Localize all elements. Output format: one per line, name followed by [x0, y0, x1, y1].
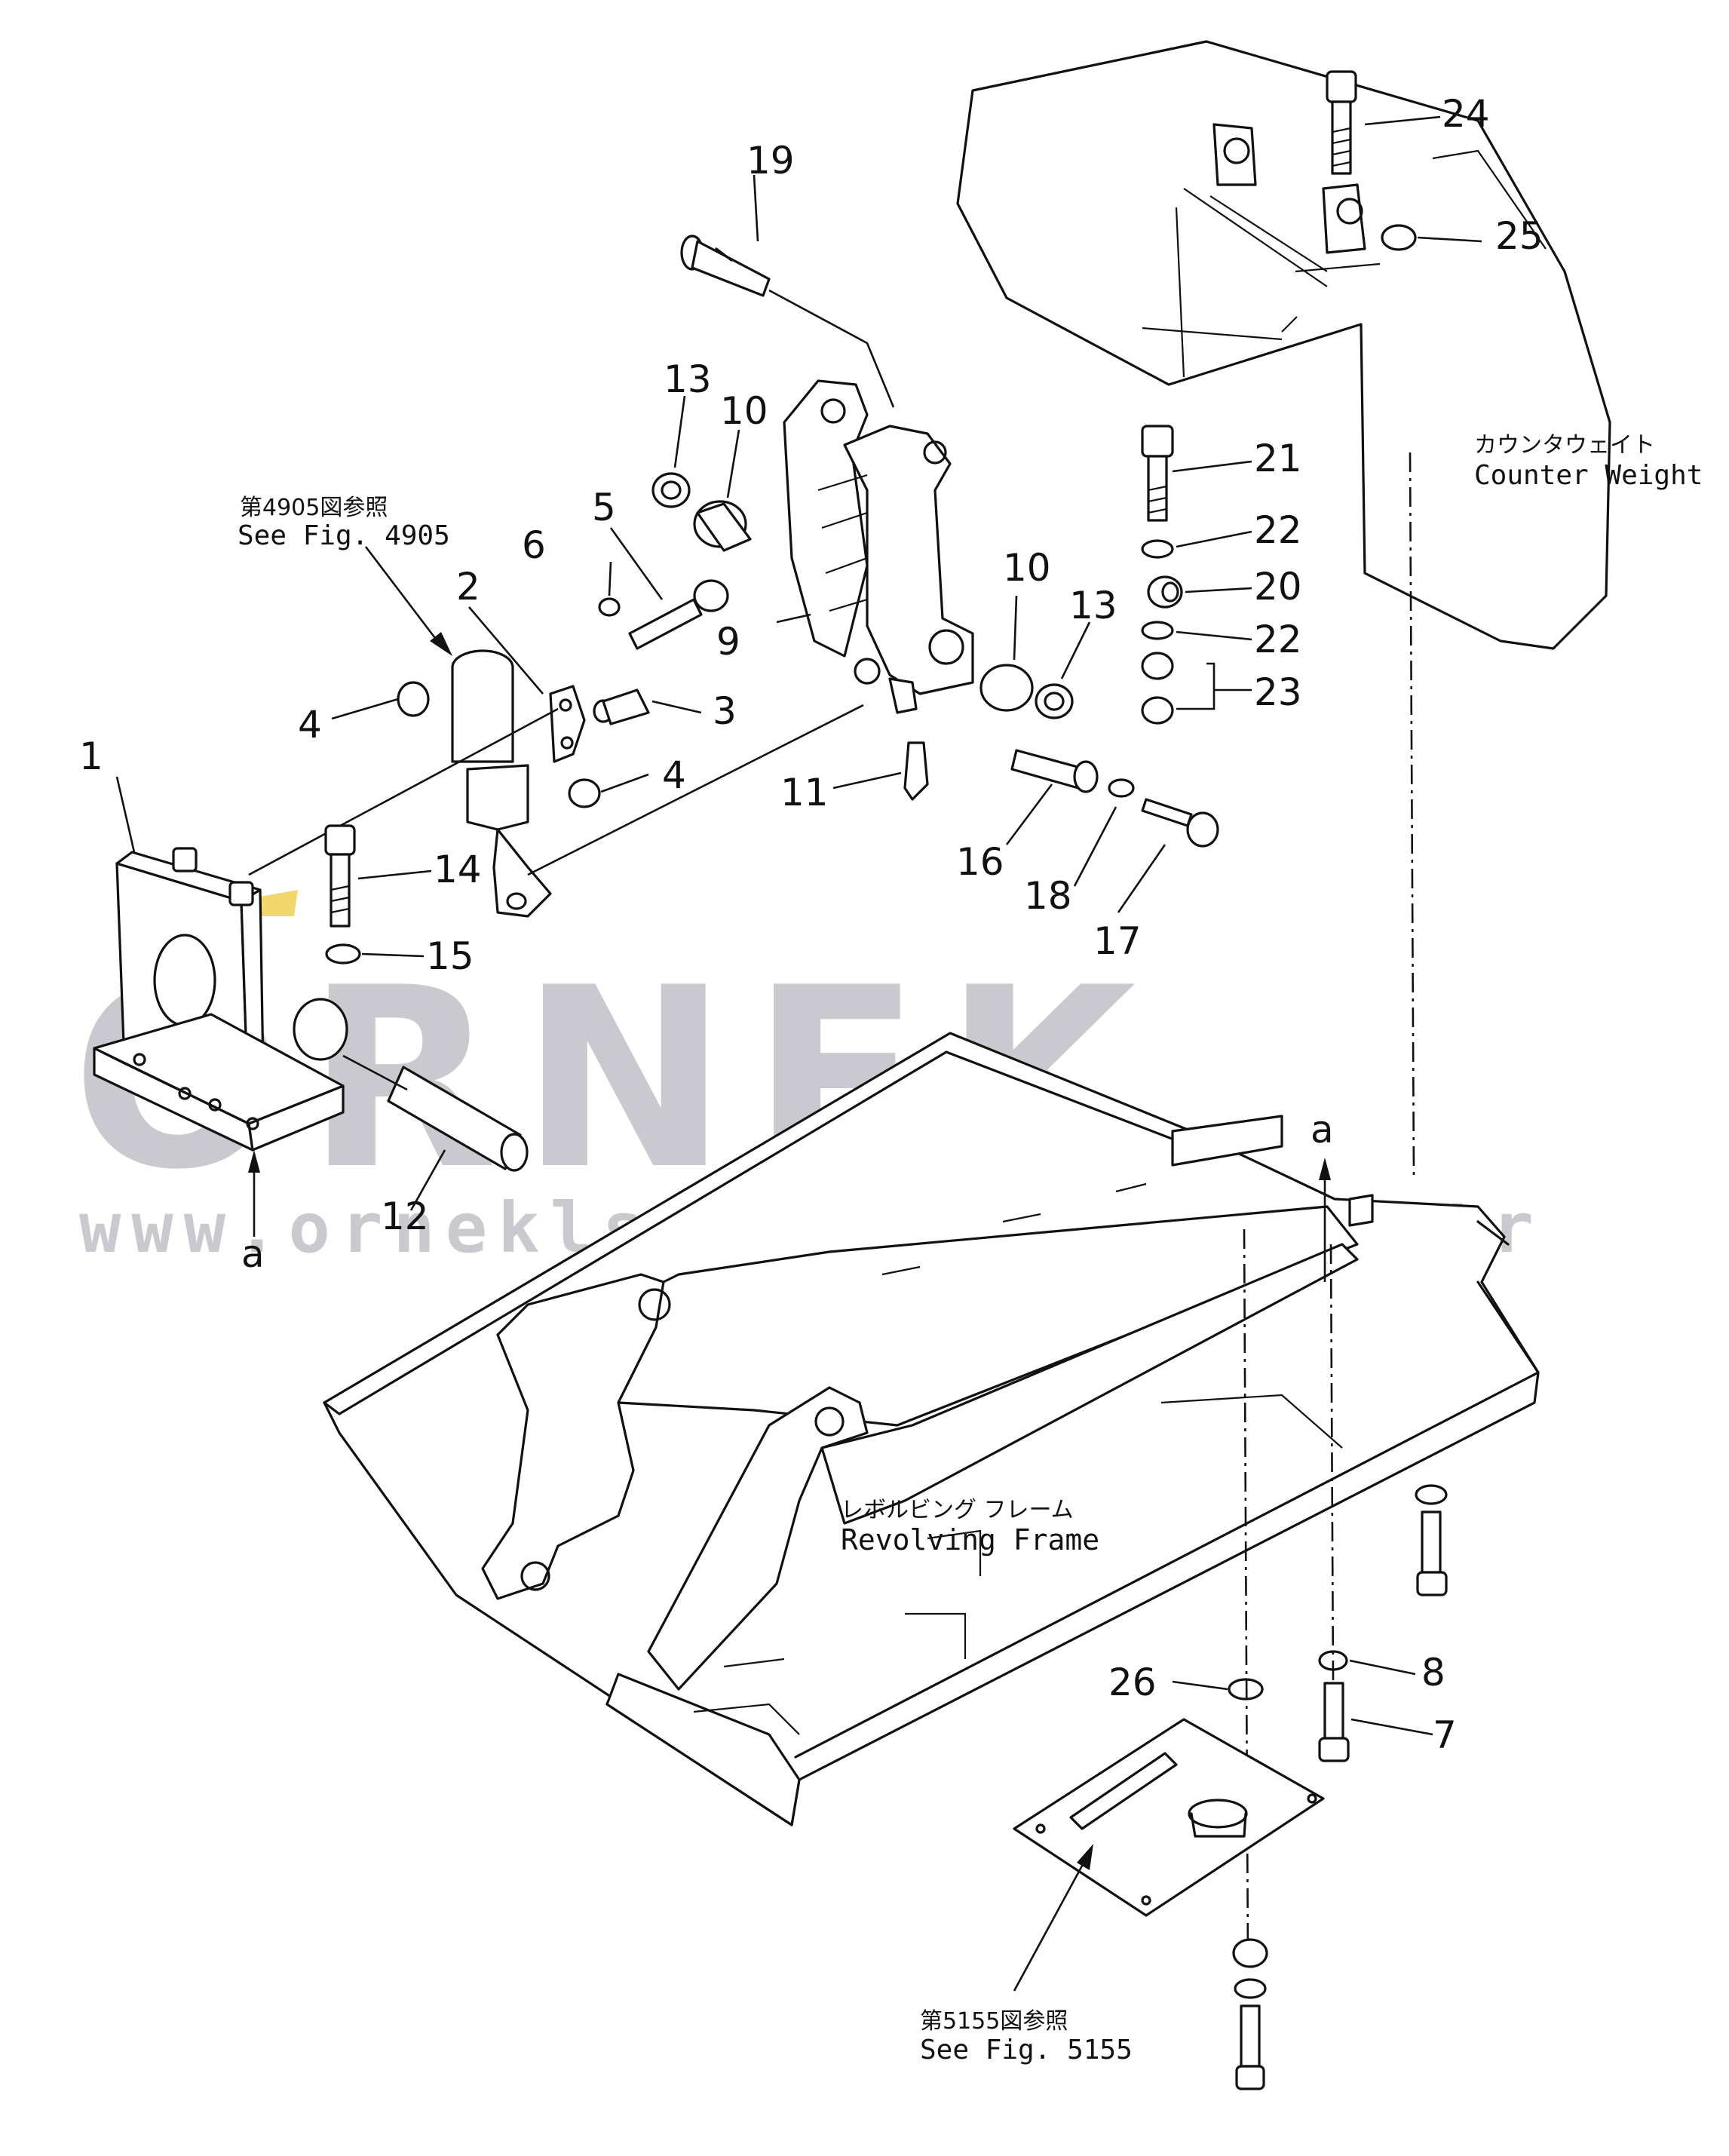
bushing-4-right [568, 778, 601, 808]
bolt-14 [324, 824, 356, 928]
part-number-18: 18 [1024, 874, 1072, 918]
bushing-10-lower [979, 664, 1034, 712]
washer-26 [1228, 1678, 1264, 1701]
bushing-4-left [397, 681, 430, 717]
cover-plate [1013, 1718, 1325, 1917]
view-a-arrow-top: a [1311, 1108, 1334, 1282]
part-number-10-lower: 10 [1003, 546, 1051, 590]
seal-13-upper [651, 472, 691, 508]
connector-line-cylinder [527, 704, 864, 876]
bolt-bottom [1235, 2004, 1265, 2090]
bushing-20 [1147, 575, 1183, 609]
fitting-3 [593, 689, 650, 725]
part-number-16: 16 [956, 840, 1004, 884]
ref-5155-arrow [1013, 1844, 1093, 1992]
part-number-2: 2 [456, 565, 480, 609]
ref-5155-label-en: See Fig. 5155 [920, 2035, 1133, 2066]
part-number-17: 17 [1093, 919, 1142, 963]
washer-22-upper [1141, 539, 1174, 559]
nut-23-upper [1141, 652, 1174, 680]
cylinder-assembly [451, 649, 552, 918]
bolt-24 [1326, 70, 1357, 175]
ref-5155-label: 第5155図参照 See Fig. 5155 [920, 2008, 1133, 2066]
clamp-2 [549, 685, 586, 763]
pin-16 [1010, 749, 1099, 793]
ref-4905-label-jp: 第4905図参照 [240, 495, 388, 521]
part-number-24: 24 [1442, 92, 1490, 136]
connector-line-housing [248, 707, 559, 876]
bolt-7 [1318, 1682, 1350, 1762]
part-number-4-right: 4 [662, 753, 686, 797]
part-number-25: 25 [1495, 214, 1544, 258]
washer-18 [1108, 778, 1135, 798]
ref-4905-label-en: See Fig. 4905 [238, 520, 450, 551]
part-number-15: 15 [426, 934, 474, 978]
counterweight-label-en: Counter Weight [1474, 460, 1703, 491]
counterweight-label: カウンタウェイト Counter Weight [1474, 432, 1703, 491]
ref-4905-arrow [364, 546, 452, 656]
washer-22-lower [1141, 621, 1174, 640]
washer-6 [598, 597, 621, 617]
pin-19 [680, 235, 895, 408]
view-a-arrow-bottom: a [241, 1150, 265, 1276]
nut-bottom [1232, 1938, 1268, 1968]
part-number-7: 7 [1433, 1713, 1457, 1757]
bushing-housing [293, 998, 348, 1061]
nut-23-lower [1141, 696, 1174, 725]
part-number-22-upper: 22 [1254, 508, 1302, 552]
ref-5155-label-jp: 第5155図参照 [920, 2008, 1068, 2035]
revolving-frame-label: レボルビング フレーム Revolving Frame [841, 1497, 1099, 1556]
view-a-label-bottom: a [241, 1232, 265, 1276]
washer-bottom [1234, 1978, 1267, 1999]
part-number-10-upper: 10 [720, 389, 768, 433]
connector-line-pin12 [342, 1054, 408, 1091]
revolving-frame-label-en: Revolving Frame [841, 1523, 1099, 1556]
part-number-9: 9 [716, 620, 740, 664]
seal-13-lower [1035, 683, 1074, 719]
part-number-4-left: 4 [298, 703, 322, 747]
part-numbers: 24 25 19 13 10 21 22 20 22 23 5 6 2 10 1… [79, 92, 1544, 1757]
grease-fitting-11 [903, 741, 929, 801]
bolt-21 [1141, 425, 1174, 522]
washer-8 [1318, 1650, 1348, 1671]
part-number-20: 20 [1254, 565, 1302, 609]
part-number-21: 21 [1254, 437, 1302, 480]
nut-25 [1381, 224, 1417, 251]
part-number-13-lower: 13 [1069, 584, 1117, 627]
bolt-17 [1141, 798, 1219, 848]
part-number-1: 1 [79, 735, 103, 778]
part-number-12: 12 [381, 1195, 429, 1238]
part-number-6: 6 [522, 523, 546, 567]
leader-lines [115, 115, 1482, 1736]
revolving-frame [323, 1032, 1540, 1961]
part-number-23: 23 [1254, 670, 1302, 714]
part-number-26: 26 [1108, 1661, 1157, 1704]
part-number-13-upper: 13 [664, 357, 712, 401]
part-number-22-lower: 22 [1254, 618, 1302, 661]
part-number-19: 19 [746, 139, 795, 182]
housing-1 [93, 847, 345, 1152]
bushing-10-upper [693, 500, 752, 552]
bolt-right [1415, 1484, 1448, 1596]
part-number-11: 11 [780, 771, 829, 814]
view-a-label-top: a [1311, 1108, 1334, 1152]
part-number-5: 5 [592, 486, 616, 529]
counterweight-label-jp: カウンタウェイト [1474, 432, 1655, 458]
part-number-8: 8 [1421, 1651, 1445, 1694]
revolving-frame-label-jp: レボルビング フレーム [841, 1497, 1074, 1523]
bolt-5 [628, 579, 729, 650]
bracket-9 [783, 379, 974, 714]
pin-12 [387, 1066, 529, 1172]
washer-15 [325, 943, 361, 965]
counterweight-drawing [956, 40, 1611, 1177]
part-number-14: 14 [434, 848, 482, 891]
part-number-3: 3 [713, 689, 737, 733]
ref-4905-label: 第4905図参照 See Fig. 4905 [238, 495, 450, 551]
